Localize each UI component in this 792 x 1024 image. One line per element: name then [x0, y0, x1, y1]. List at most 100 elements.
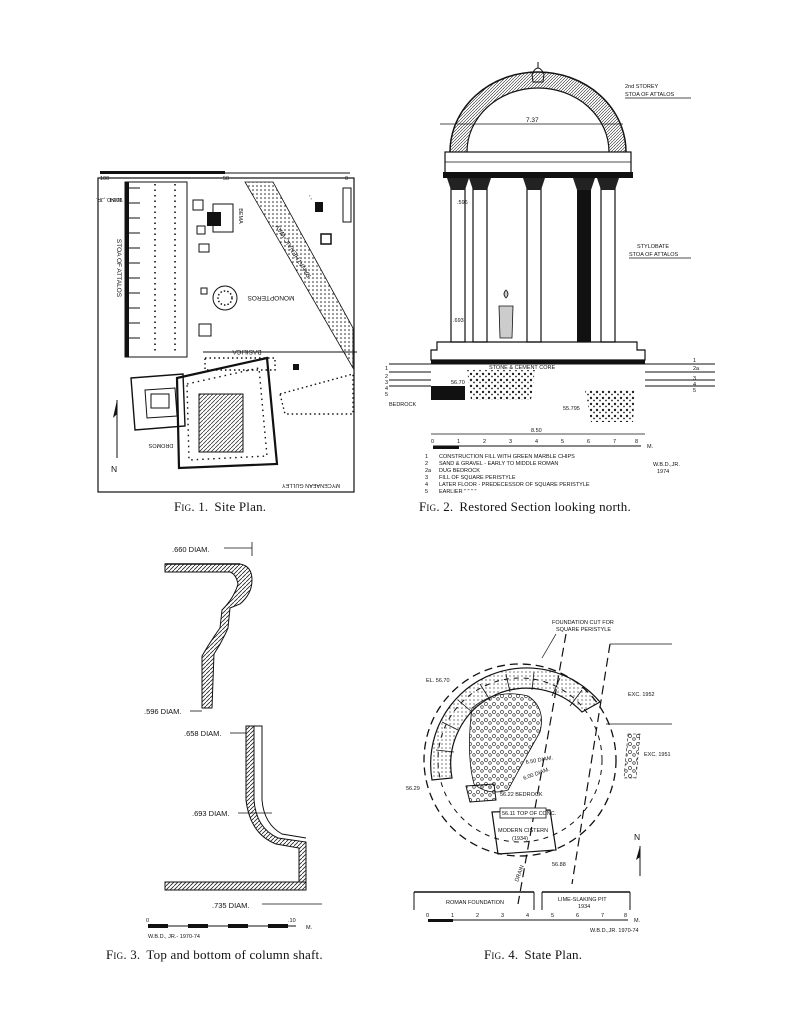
column-shaft-drawing: .660 DIAM. .596 DIAM. .658 DIAM. .693 DI… — [144, 542, 322, 940]
svg-text:2nd STOREY: 2nd STOREY — [625, 84, 659, 90]
colonnade — [447, 178, 619, 343]
svg-text:N: N — [111, 464, 117, 474]
svg-text:56.70: 56.70 — [451, 380, 465, 386]
stoa-of-attalos: STOA OF ATTALOS — [115, 181, 188, 358]
svg-text:BASILICA: BASILICA — [232, 348, 262, 355]
svg-text:6.00 DIAM.: 6.00 DIAM. — [523, 767, 551, 782]
svg-text:FILL OF SQUARE PERISTYLE: FILL OF SQUARE PERISTYLE — [439, 475, 516, 481]
dome — [449, 62, 627, 153]
svg-text:1: 1 — [451, 913, 454, 919]
svg-text:SAND & GRAVEL - EARLY TO MIDDL: SAND & GRAVEL - EARLY TO MIDDLE ROMAN — [439, 461, 558, 467]
svg-text:2a: 2a — [693, 366, 700, 372]
svg-text:7: 7 — [613, 439, 616, 445]
svg-text:DUG BEDROCK: DUG BEDROCK — [439, 468, 480, 474]
svg-text:W.B.D.,JR. 1970-74: W.B.D.,JR. 1970-74 — [590, 928, 639, 934]
svg-text:5: 5 — [385, 392, 388, 398]
stratigraphy: 1 2 3 4 5 1 2a 3 4 5 — [385, 358, 715, 422]
svg-text:1: 1 — [693, 358, 696, 364]
foundation-ring — [430, 667, 601, 781]
svg-text:DROMOS: DROMOS — [148, 442, 173, 448]
svg-text:(1934): (1934) — [512, 836, 528, 842]
svg-text:4: 4 — [693, 382, 696, 388]
svg-text:SQUARE PERISTYLE: SQUARE PERISTYLE — [556, 627, 611, 633]
svg-text:4: 4 — [526, 913, 529, 919]
svg-text:1: 1 — [457, 439, 460, 445]
figure-1-caption: Fig. 1.Site Plan. — [174, 499, 266, 515]
svg-text:BEDROCK: BEDROCK — [389, 402, 417, 408]
shaft-scale-bar: 0 .10 M. W.B.D., JR.- 1970-74 — [146, 918, 313, 940]
figure-2-caption: Fig. 2. Restored Section looking north. — [419, 499, 631, 515]
svg-text:56.29: 56.29 — [406, 786, 420, 792]
svg-text:6: 6 — [587, 439, 590, 445]
svg-text:0: 0 — [146, 918, 149, 924]
figure-4-state-plan: FOUNDATION CUT FOR SQUARE PERISTYLE EL. … — [396, 614, 686, 938]
svg-text:STOA OF ATTALOS: STOA OF ATTALOS — [629, 252, 679, 258]
svg-text:LIME-SLAKING PIT: LIME-SLAKING PIT — [558, 897, 607, 903]
svg-text:STOA OF ATTALOS: STOA OF ATTALOS — [625, 92, 675, 98]
svg-text:W.B.D.,JR.: W.B.D.,JR. — [95, 196, 122, 202]
svg-text:6: 6 — [576, 913, 579, 919]
svg-text:6.50 DIAM.: 6.50 DIAM. — [525, 755, 554, 766]
svg-text:STONE & CEMENT CORE: STONE & CEMENT CORE — [489, 365, 555, 371]
figure-2-title: Restored Section looking north. — [459, 499, 631, 514]
svg-text:2a: 2a — [425, 468, 432, 474]
svg-text:7: 7 — [601, 913, 604, 919]
svg-text:5: 5 — [425, 489, 428, 495]
svg-text:7.37: 7.37 — [526, 117, 539, 124]
svg-text:LATER FLOOR - PREDECESSOR OF S: LATER FLOOR - PREDECESSOR OF SQUARE PERI… — [439, 482, 590, 488]
svg-text:STOA OF ATTALOS: STOA OF ATTALOS — [115, 239, 122, 298]
state-plan-drawing: FOUNDATION CUT FOR SQUARE PERISTYLE EL. … — [406, 620, 672, 934]
svg-text:3: 3 — [385, 380, 388, 386]
svg-text:.693: .693 — [453, 318, 464, 324]
svg-text:3: 3 — [425, 475, 428, 481]
svg-text:100: 100 — [100, 176, 109, 182]
svg-text:1: 1 — [425, 454, 428, 460]
svg-text:BEMA: BEMA — [237, 208, 243, 224]
site-plan-scale: 100 50 0 — [100, 171, 350, 182]
svg-text:FOUNDATION CUT FOR: FOUNDATION CUT FOR — [552, 620, 614, 626]
figure-3-title: Top and bottom of column shaft. — [146, 947, 323, 962]
svg-text:MYCENAEAN GULLEY: MYCENAEAN GULLEY — [282, 482, 340, 488]
svg-text:4: 4 — [535, 439, 538, 445]
site-plan-drawing: 100 50 0 PANATHENAIC WAY STOA OF ATTALOS… — [95, 171, 357, 493]
svg-text:3: 3 — [509, 439, 512, 445]
figure-4-caption: Fig. 4. State Plan. — [484, 947, 582, 963]
figure-4-title: State Plan. — [524, 947, 583, 962]
svg-text:3: 3 — [501, 913, 504, 919]
svg-text:1: 1 — [385, 366, 388, 372]
svg-text:8: 8 — [624, 913, 627, 919]
figure-3-number: Fig. 3. — [106, 947, 141, 962]
svg-text:2: 2 — [483, 439, 486, 445]
modern-cistern: 56.11 TOP OF CONC. MODERN CISTERN (1934) — [491, 807, 557, 855]
north-arrow-state-plan: N — [634, 832, 641, 876]
svg-text:ROMAN FOUNDATION: ROMAN FOUNDATION — [446, 900, 504, 906]
svg-text:M.: M. — [634, 918, 641, 924]
svg-text:56.88: 56.88 — [552, 862, 566, 868]
svg-text:STYLOBATE: STYLOBATE — [637, 244, 669, 250]
svg-text:56.11 TOP OF CONC.: 56.11 TOP OF CONC. — [502, 811, 557, 817]
svg-text:0: 0 — [426, 913, 429, 919]
svg-text:.596 DIAM.: .596 DIAM. — [144, 707, 182, 716]
monopteros-site: MONOPTEROS — [212, 285, 294, 311]
svg-text:EXC. 1951: EXC. 1951 — [644, 752, 671, 758]
svg-text:DRAIN: DRAIN — [514, 865, 526, 883]
section-legend: 1 CONSTRUCTION FILL WITH GREEN MARBLE CHI… — [425, 454, 590, 495]
svg-text:8.50: 8.50 — [531, 428, 542, 434]
figure-2-number: Fig. 2. — [419, 499, 454, 514]
svg-text:56.22 BEDROCK: 56.22 BEDROCK — [500, 792, 543, 798]
svg-text:EXC. 1952: EXC. 1952 — [628, 692, 655, 698]
svg-text:.693 DIAM.: .693 DIAM. — [192, 809, 230, 818]
svg-text:1934: 1934 — [578, 904, 590, 910]
square-peristyle — [175, 356, 279, 470]
figure-3-column-shaft: .660 DIAM. .596 DIAM. .658 DIAM. .693 DI… — [130, 538, 330, 940]
figure-4-number: Fig. 4. — [484, 947, 519, 962]
svg-text:.660 DIAM.: .660 DIAM. — [172, 545, 210, 554]
section-scale-bar: 0 1 2 3 4 5 6 7 8 M. — [431, 439, 654, 450]
svg-text:5: 5 — [693, 388, 696, 394]
restored-section-drawing: 7.37 .596 .693 STONE & CEMENT CORE 1 2 3 — [385, 62, 715, 495]
svg-text:◦ ◦: ◦ ◦ — [306, 194, 314, 202]
svg-text:M.: M. — [647, 444, 654, 450]
figure-1-title: Site Plan. — [214, 499, 267, 514]
svg-text:50: 50 — [223, 176, 229, 182]
svg-text:CONSTRUCTION FILL WITH GREEN M: CONSTRUCTION FILL WITH GREEN MARBLE CHIP… — [439, 454, 575, 460]
